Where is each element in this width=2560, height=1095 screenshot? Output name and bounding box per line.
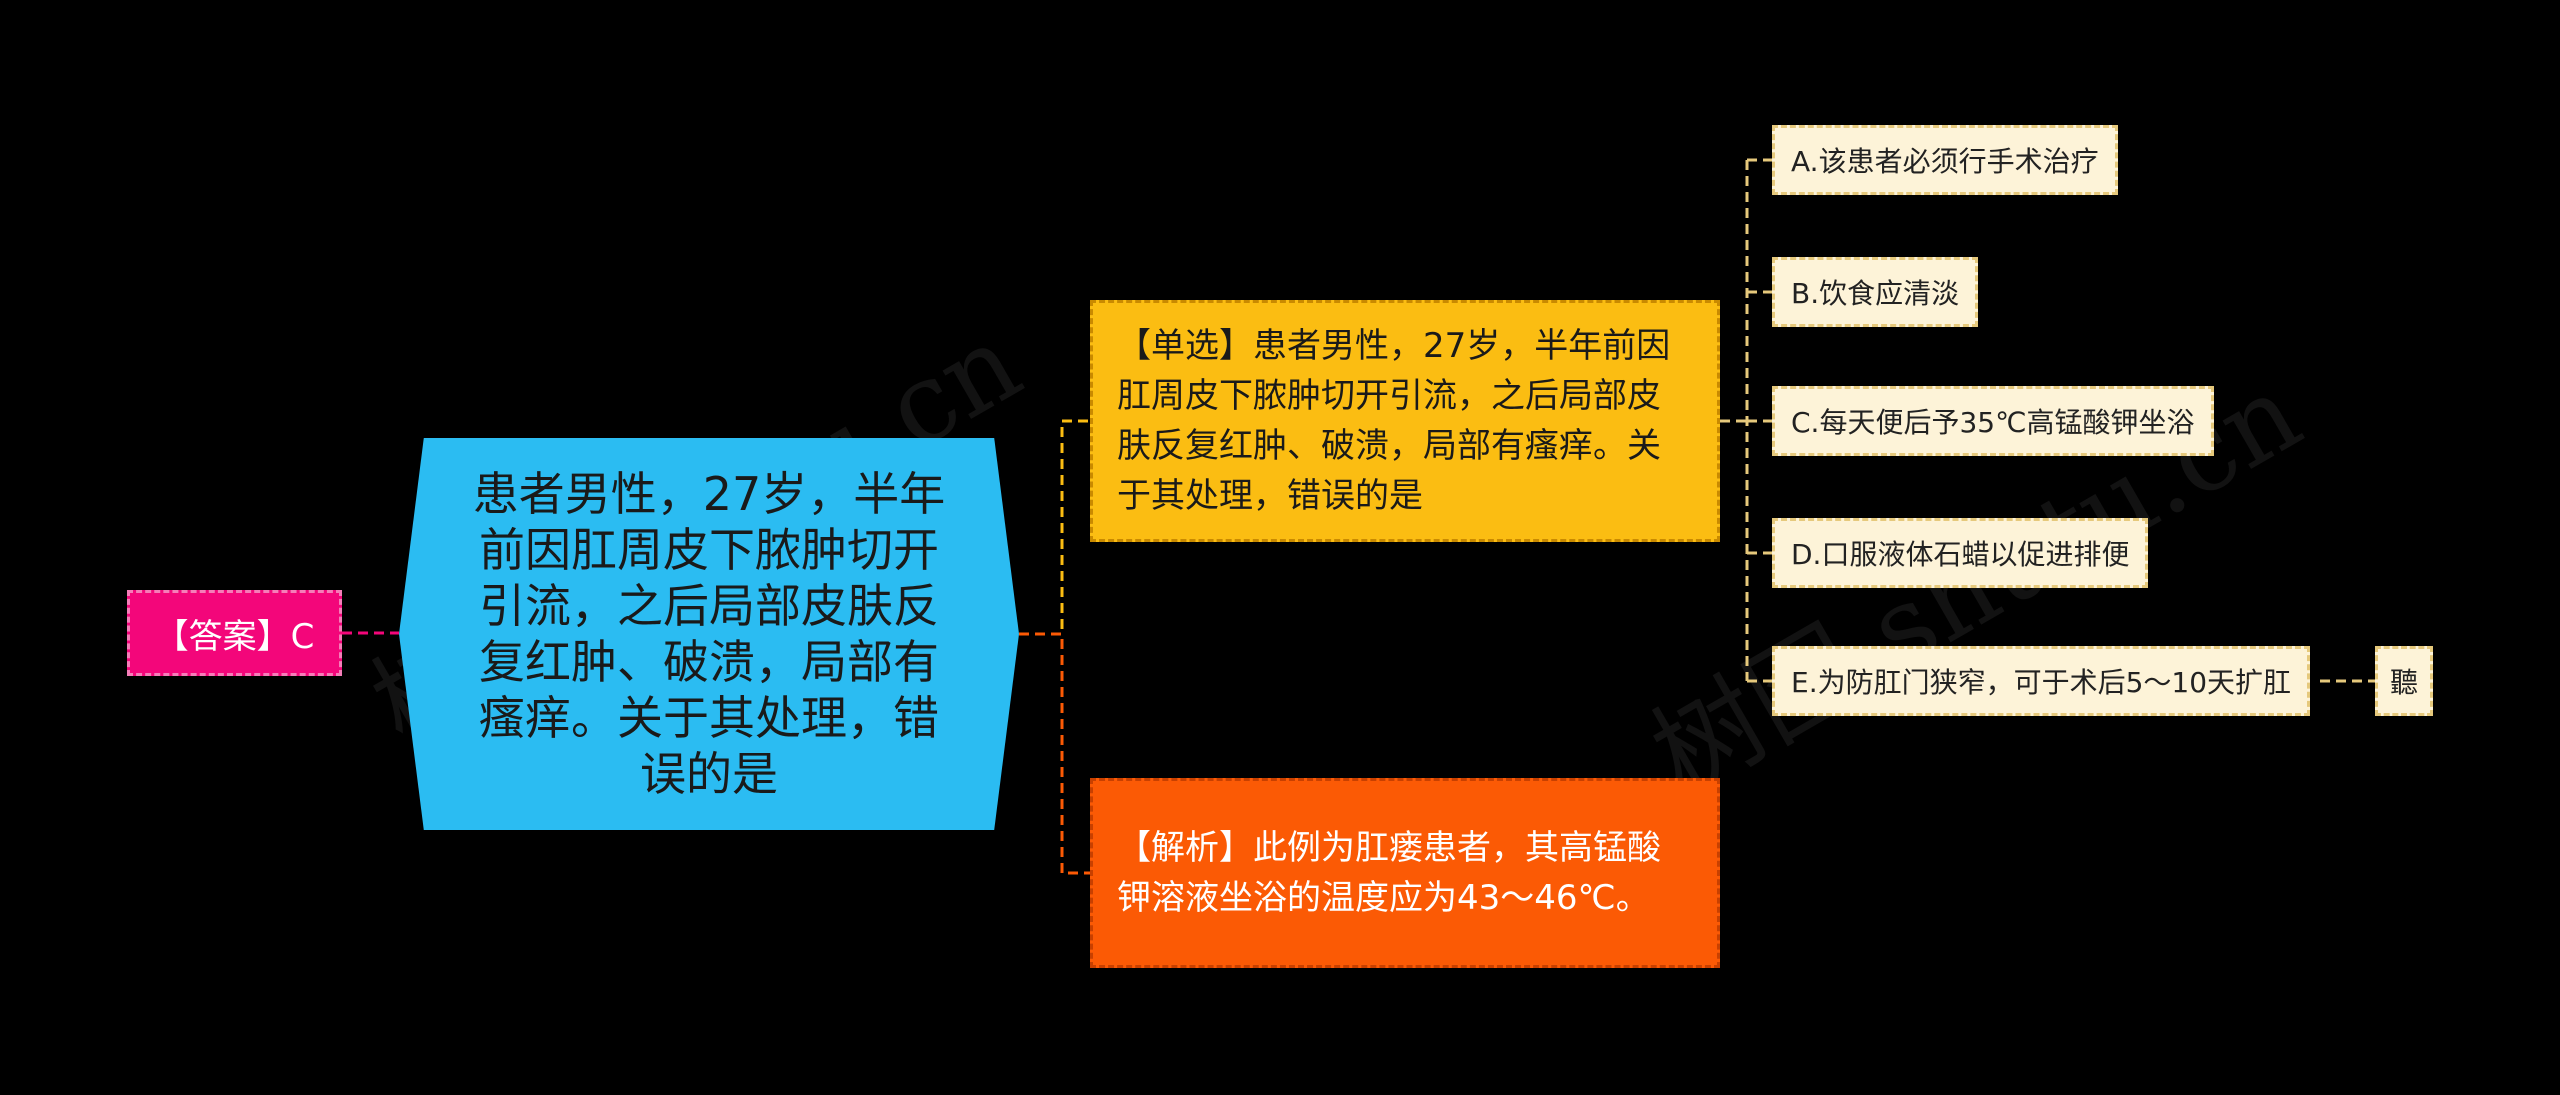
option-node-d[interactable]: D.口服液体石蜡以促进排便 — [1772, 518, 2149, 588]
option-node-a[interactable]: A.该患者必须行手术治疗 — [1772, 125, 2118, 195]
analysis-text: 【解析】此例为肛瘘患者，其高锰酸钾溶液坐浴的温度应为43～46℃。 — [1117, 828, 1661, 918]
link-root-question — [1019, 419, 1090, 636]
answer-node[interactable]: 【答案】C — [127, 590, 342, 676]
option-text: C.每天便后予35℃高锰酸钾坐浴 — [1791, 406, 2195, 439]
root-topic-text: 患者男性，27岁，半年前因肛周皮下脓肿切开引流，之后局部皮肤反复红肿、破溃，局部… — [472, 467, 946, 801]
option-text: A.该患者必须行手术治疗 — [1791, 145, 2099, 178]
extra-text: 聽 — [2390, 666, 2419, 699]
link-root-analysis — [1019, 632, 1090, 875]
option-text: E.为防肛门狭窄，可于术后5～10天扩肛 — [1791, 666, 2292, 699]
option-text: B.饮食应清淡 — [1791, 277, 1960, 310]
answer-text: 【答案】C — [154, 616, 315, 657]
root-topic-node[interactable]: 患者男性，27岁，半年前因肛周皮下脓肿切开引流，之后局部皮肤反复红肿、破溃，局部… — [399, 438, 1019, 830]
option-node-b[interactable]: B.饮食应清淡 — [1772, 257, 1979, 327]
extra-node[interactable]: 聽 — [2375, 646, 2434, 716]
analysis-node[interactable]: 【解析】此例为肛瘘患者，其高锰酸钾溶液坐浴的温度应为43～46℃。 — [1090, 778, 1720, 968]
question-node[interactable]: 【单选】患者男性，27岁，半年前因肛周皮下脓肿切开引流，之后局部皮肤反复红肿、破… — [1090, 300, 1720, 542]
option-node-e[interactable]: E.为防肛门狭窄，可于术后5～10天扩肛 — [1772, 646, 2311, 716]
question-text: 【单选】患者男性，27岁，半年前因肛周皮下脓肿切开引流，之后局部皮肤反复红肿、破… — [1117, 326, 1671, 516]
option-node-c[interactable]: C.每天便后予35℃高锰酸钾坐浴 — [1772, 386, 2214, 456]
option-text: D.口服液体石蜡以促进排便 — [1791, 538, 2130, 571]
